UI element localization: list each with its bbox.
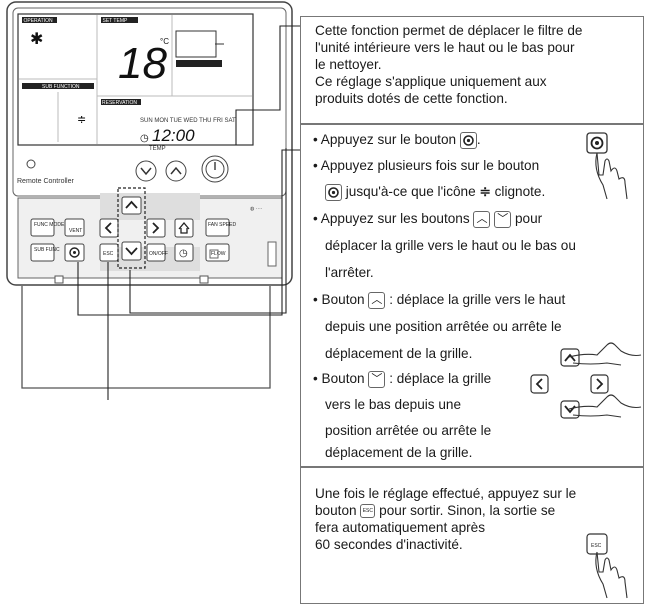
esc-key-icon: ESC [360, 504, 376, 519]
up-arrow-button[interactable] [121, 196, 142, 215]
left-arrow-button[interactable] [99, 218, 119, 238]
highlight-dashed-frame [117, 187, 146, 269]
step-press-repeatedly-cont: jusqu'à-ce que l'icône ≑ clignote. [325, 179, 545, 206]
svg-text:FUNC MODE: FUNC MODE [34, 222, 65, 228]
instructions-box: • Appuyez sur le bouton . • Appuyez plus… [300, 124, 644, 467]
vent-button[interactable] [64, 218, 85, 237]
up-button-description-cont2: déplacement de la grille. [325, 346, 473, 361]
indicator-led [26, 159, 36, 169]
lcd-sub-function-label: SUB FUNCTION [42, 84, 80, 90]
remote-brand: Remote Controller [17, 178, 74, 185]
step-press-arrows: • Appuyez sur les boutons ︿ ﹀ pour [313, 210, 543, 228]
hand-pressing-esc-illustration: ESC [586, 533, 628, 599]
exit-line-4: 60 secondes d'inactivité. [315, 537, 463, 552]
wall-bracket [21, 286, 271, 389]
up-button-description-cont: depuis une position arrêtée ou arrête le [325, 319, 562, 334]
callout-line-3 [107, 262, 109, 400]
up-arrow-icon: ︿ [368, 291, 386, 309]
settings-icon [325, 183, 342, 201]
down-button-description-cont: vers le bas depuis une [325, 397, 462, 412]
down-button-description-cont3: déplacement de la grille. [325, 445, 473, 460]
exit-line-1: Une fois le réglage effectué, appuyez su… [315, 486, 577, 501]
down-arrow-button[interactable] [121, 241, 142, 261]
up-arrow-icon: ︿ [473, 210, 491, 228]
temp-down-button[interactable] [135, 160, 157, 182]
grille-icon: ≑ [77, 114, 86, 126]
on-off-button[interactable] [146, 243, 166, 262]
up-button-description: • Bouton ︿ : déplace la grille vers le h… [313, 291, 566, 309]
settings-icon [459, 131, 477, 149]
fan-speed-button[interactable] [205, 218, 230, 237]
svg-text:SUN MON TUE WED THU FRI SAT: SUN MON TUE WED THU FRI SAT [140, 118, 236, 124]
intro-line-3: le nettoyer. [315, 57, 382, 72]
step-press-arrows-cont2: l'arrêter. [325, 265, 374, 280]
callout-line-1 [235, 25, 300, 145]
home-button[interactable] [174, 218, 194, 238]
sub-func-button[interactable] [30, 243, 55, 262]
intro-line-2: l'unité intérieure vers le haut ou le ba… [315, 40, 575, 55]
clock-icon: ◷ [140, 133, 149, 144]
svg-text:◍ ····: ◍ ···· [250, 206, 263, 212]
lcd-unit: °C [160, 37, 169, 46]
svg-text:VENT: VENT [69, 228, 82, 234]
temp-up-button[interactable] [165, 160, 187, 182]
intro-box: Cette fonction permet de déplacer le fil… [300, 16, 644, 124]
timer-button[interactable] [174, 243, 194, 262]
step-press-arrows-cont: déplacer la grille vers le haut ou le ba… [325, 238, 576, 253]
intro-line-5: produits dotés de cette fonction. [315, 91, 508, 106]
func-mode-button[interactable] [30, 218, 55, 237]
down-button-description: • Bouton ﹀ : déplace la grille [313, 370, 492, 388]
lcd-temperature: 18 [118, 39, 167, 88]
hands-pressing-arrows-illustration [530, 342, 642, 419]
lcd-operation-label: OPERATION [24, 18, 53, 24]
hand-pressing-settings-illustration [586, 132, 628, 200]
down-arrow-icon: ﹀ [494, 210, 512, 228]
step-press-repeatedly: • Appuyez plusieurs fois sur le bouton [313, 158, 540, 173]
intro-line-4: Ce réglage s'applique uniquement aux [315, 74, 547, 89]
svg-text:ESC: ESC [103, 251, 114, 257]
exit-box: Une fois le réglage effectué, appuyez su… [300, 467, 644, 604]
svg-text:◷: ◷ [179, 248, 188, 259]
intro-line-1: Cette fonction permet de déplacer le fil… [315, 23, 583, 38]
remote-controller-illustration: OPERATION SET TEMP ✱ 18 °C SUB FUNCTION … [6, 1, 300, 400]
exit-line-3: fera automatiquement après [315, 520, 486, 535]
svg-text:ESC: ESC [591, 543, 602, 549]
svg-text:ON/OFF: ON/OFF [149, 251, 168, 257]
lcd-time: 12:00 [152, 126, 195, 145]
esc-button[interactable] [99, 243, 119, 262]
grille-icon: ≑ [479, 184, 491, 199]
lcd-set-temp-label: SET TEMP [103, 18, 128, 24]
exit-line-2: bouton ESC pour sortir. Sinon, la sortie… [315, 503, 556, 519]
down-arrow-icon: ﹀ [368, 370, 386, 388]
down-button-description-cont2: position arrêtée ou arrête le [325, 423, 492, 438]
temp-label: TEMP [149, 146, 166, 152]
callout-line-2 [77, 149, 300, 316]
lcd-reservation-label: RESERVATION [102, 100, 137, 106]
svg-text:SUB FUNC: SUB FUNC [34, 247, 60, 253]
right-arrow-button[interactable] [146, 218, 166, 238]
snowflake-icon: ✱ [30, 31, 43, 48]
svg-text:FAN SPEED: FAN SPEED [208, 222, 236, 228]
step-press-button: • Appuyez sur le bouton . [313, 131, 481, 149]
